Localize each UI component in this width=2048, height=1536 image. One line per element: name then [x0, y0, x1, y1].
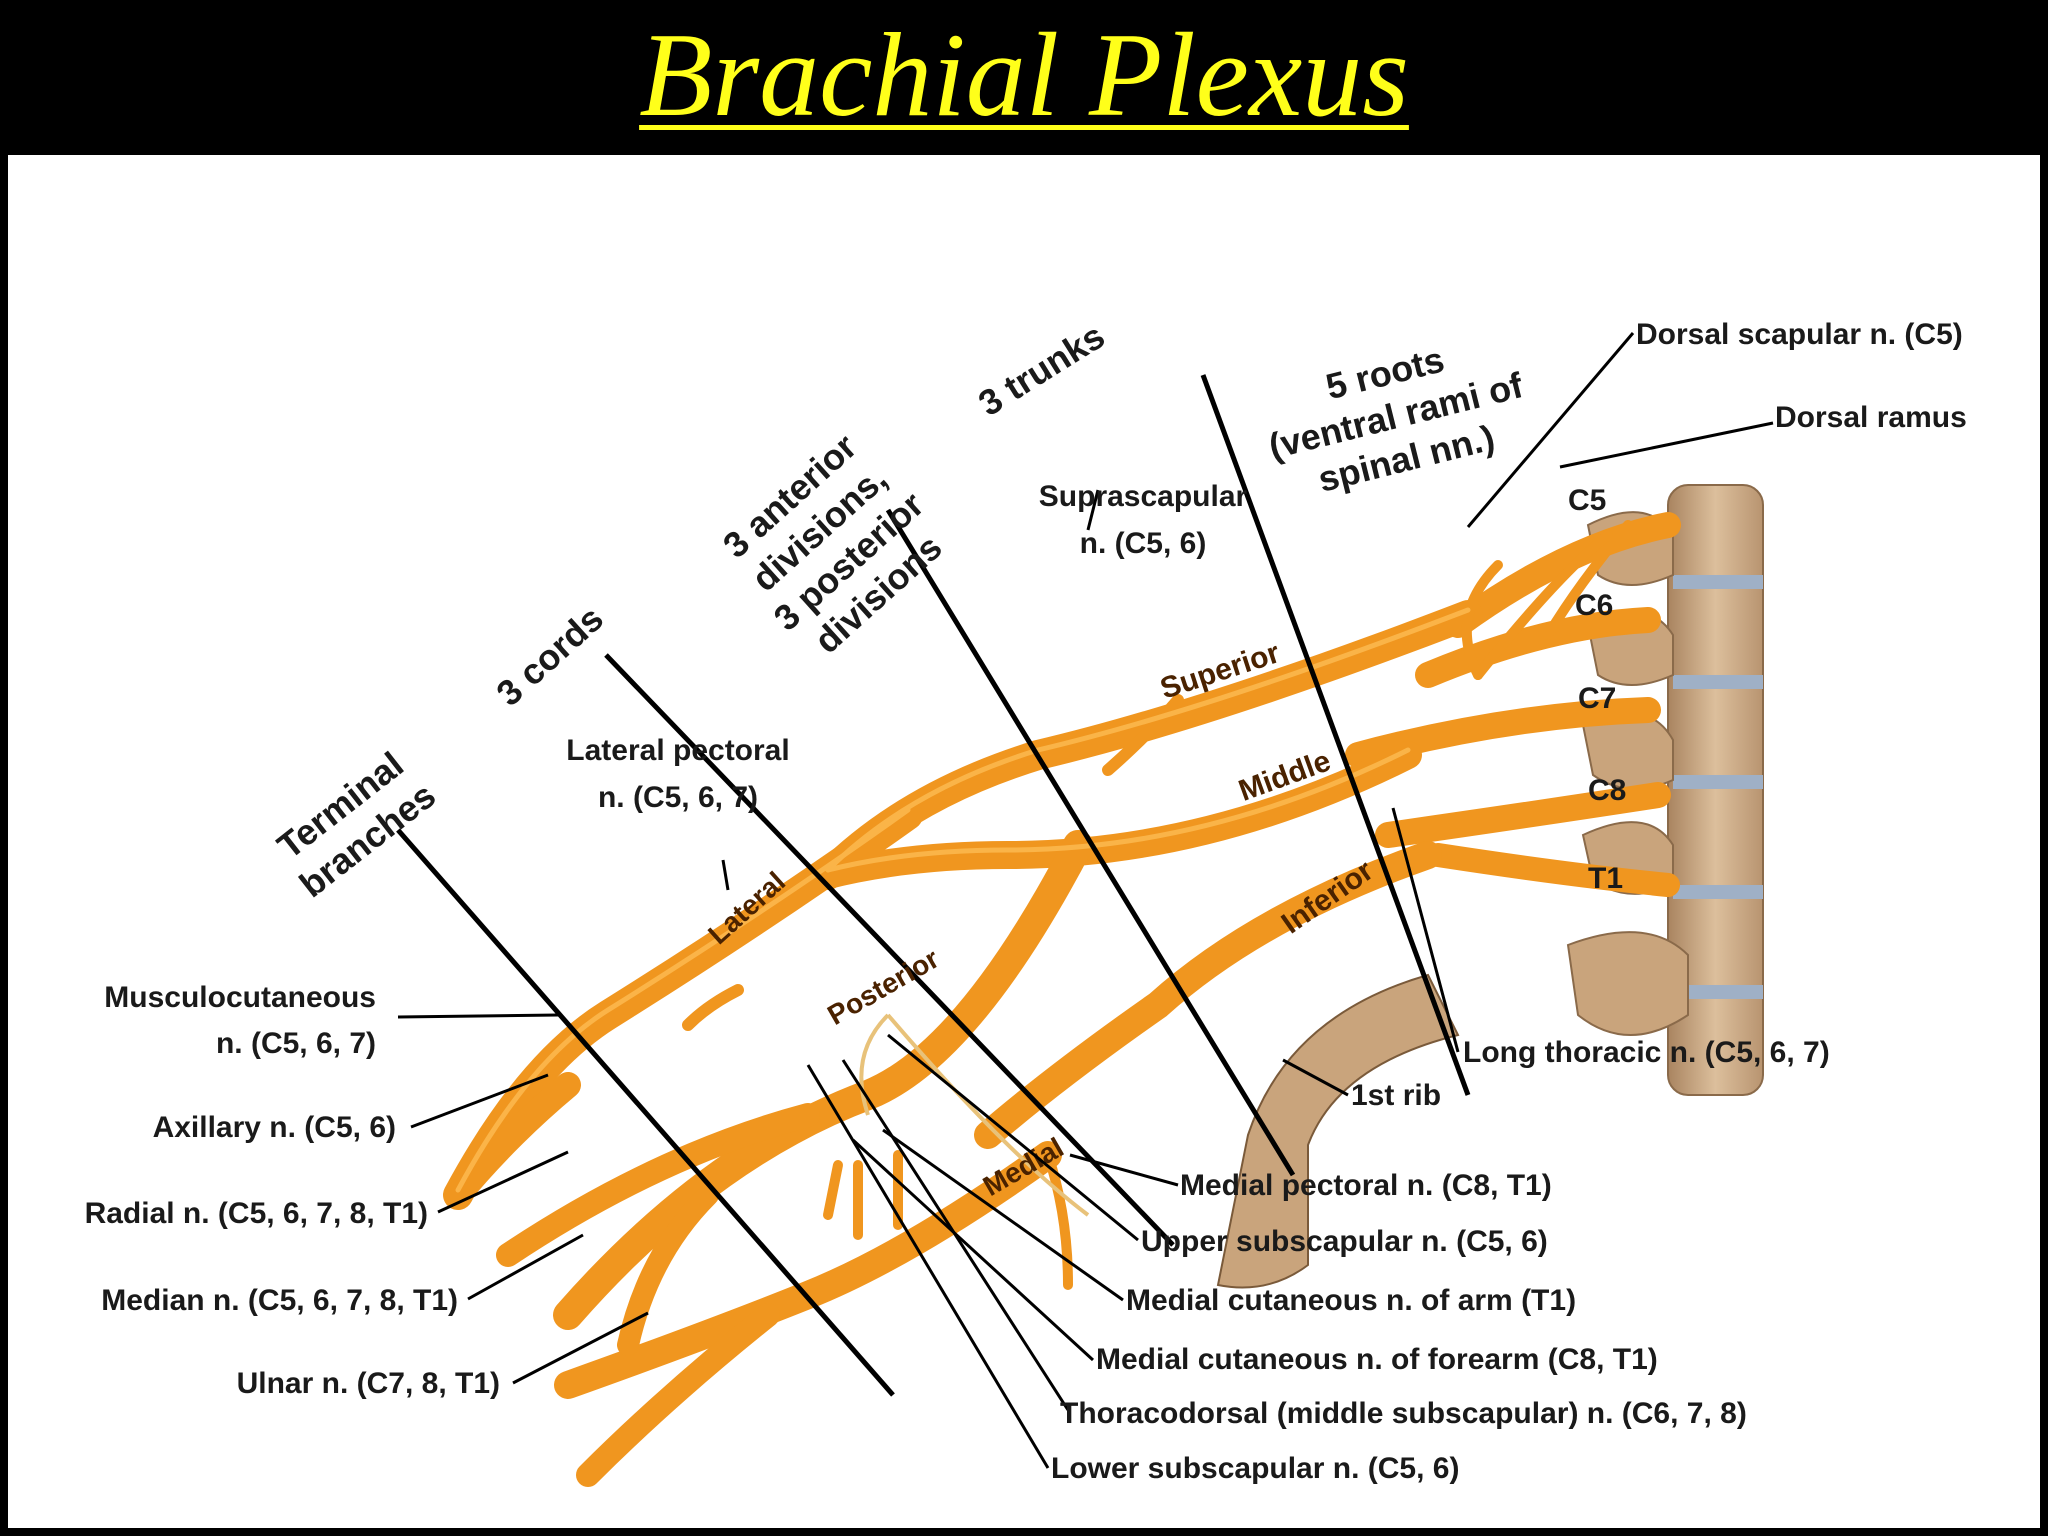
section-cords: 3 cords: [488, 598, 611, 714]
root-labels: C5 C6 C7 C8 T1: [1568, 484, 1626, 895]
label-medial-cutaneous-forearm: Medial cutaneous n. of forearm (C8, T1): [1096, 1343, 1658, 1376]
section-trunks: 3 trunks: [971, 315, 1111, 424]
diagram-panel: 5 roots (ventral rami of spinal nn.) 3 t…: [8, 155, 2040, 1528]
nerve-highlights: [455, 607, 1471, 1193]
label-long-thoracic: Long thoracic n. (C5, 6, 7): [1463, 1036, 1830, 1069]
label-musculocutaneous-line1: Musculocutaneous: [104, 981, 376, 1014]
divider-roots: [1200, 374, 1471, 1096]
root-label-t1: T1: [1588, 862, 1623, 895]
title-bar: Brachial Plexus: [0, 0, 2048, 155]
label-lateral-pectoral-line1: Lateral pectoral: [566, 734, 789, 767]
root-label-c7: C7: [1578, 682, 1616, 715]
divider-cords: [396, 828, 895, 1397]
label-dorsal-ramus: Dorsal ramus: [1775, 401, 1967, 434]
divider-trunks: [885, 508, 1296, 1177]
leader-lines: [397, 332, 1774, 1469]
label-suprascapular-line1: Suprascapular: [1039, 480, 1248, 513]
root-label-c8: C8: [1588, 774, 1626, 807]
root-label-c6: C6: [1575, 589, 1613, 622]
label-ulnar: Ulnar n. (C7, 8, T1): [237, 1367, 500, 1400]
root-label-c5: C5: [1568, 484, 1606, 517]
label-axillary: Axillary n. (C5, 6): [153, 1111, 396, 1144]
label-radial: Radial n. (C5, 6, 7, 8, T1): [85, 1197, 428, 1230]
label-dorsal-scapular: Dorsal scapular n. (C5): [1636, 318, 1963, 351]
trunk-inferior: Inferior: [1276, 854, 1380, 940]
nerve-loops: [859, 1013, 1090, 1217]
label-thoracodorsal: Thoracodorsal (middle subscapular) n. (C…: [1060, 1397, 1747, 1430]
divider-divisions: [604, 653, 1175, 1247]
label-medial-cutaneous-arm: Medial cutaneous n. of arm (T1): [1126, 1284, 1576, 1317]
label-suprascapular-line2: n. (C5, 6): [1080, 527, 1207, 560]
label-median: Median n. (C5, 6, 7, 8, T1): [101, 1284, 458, 1317]
vertebral-column: [1566, 484, 1764, 1096]
section-dividers: [396, 374, 1471, 1397]
label-lower-subscapular: Lower subscapular n. (C5, 6): [1051, 1452, 1459, 1485]
page-title: Brachial Plexus: [639, 8, 1409, 141]
label-upper-subscapular: Upper subscapular n. (C5, 6): [1141, 1225, 1548, 1258]
first-rib: [1216, 973, 1460, 1289]
label-first-rib: 1st rib: [1351, 1079, 1441, 1112]
label-musculocutaneous-line2: n. (C5, 6, 7): [216, 1027, 376, 1060]
label-lateral-pectoral-line2: n. (C5, 6, 7): [598, 781, 758, 814]
nerve-labels: Dorsal scapular n. (C5) Dorsal ramus Sup…: [85, 318, 1967, 1485]
label-medial-pectoral: Medial pectoral n. (C8, T1): [1180, 1169, 1552, 1202]
brachial-plexus-diagram: 5 roots (ventral rami of spinal nn.) 3 t…: [85, 315, 1967, 1487]
